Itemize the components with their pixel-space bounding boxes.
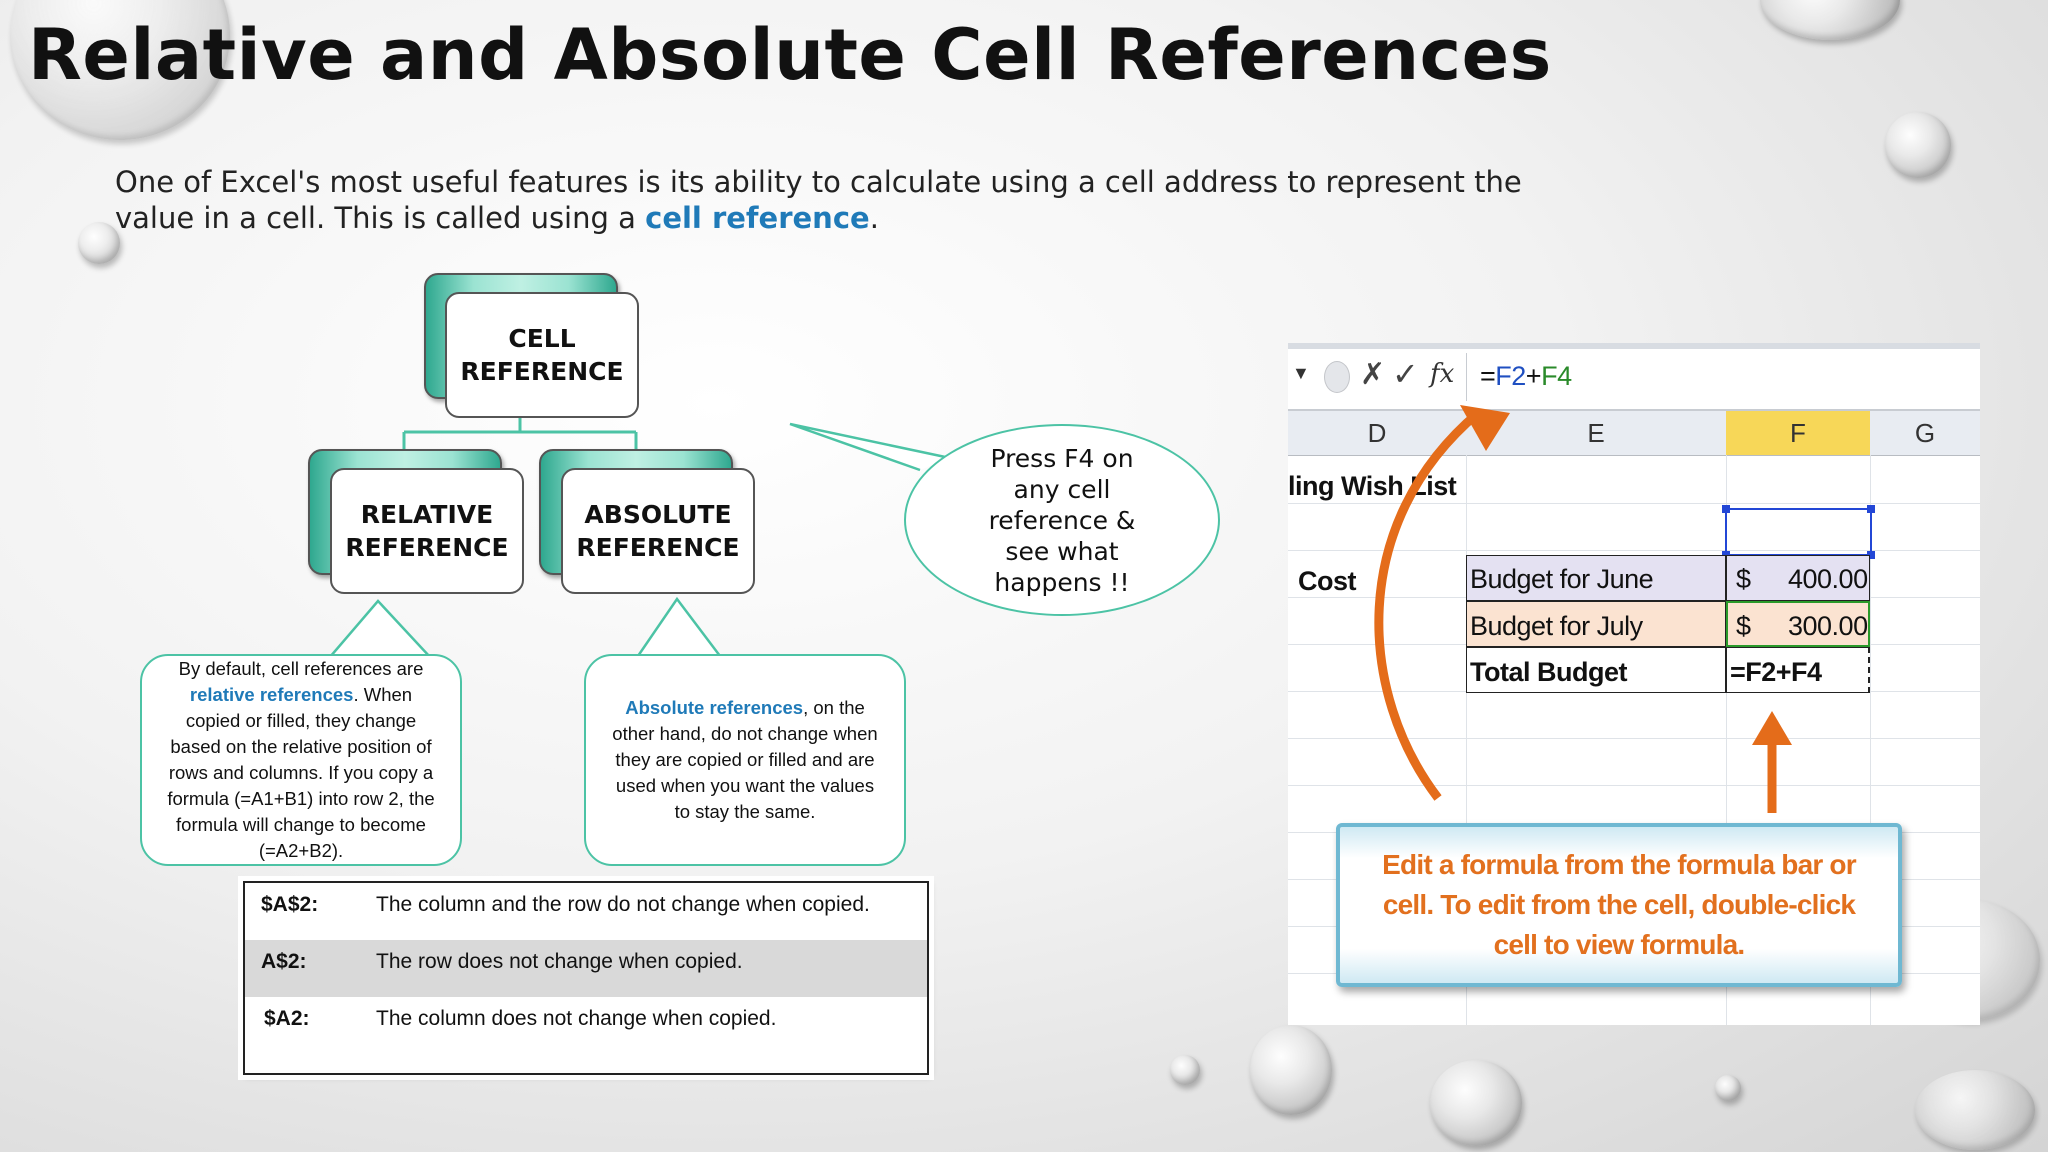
table-row: A$2: The row does not change when copied…: [245, 940, 927, 997]
relative-reference-note: By default, cell references are relative…: [140, 654, 462, 866]
orange-arrows: [1288, 343, 1980, 1025]
ref-desc: The column does not change when copied.: [376, 1007, 776, 1031]
note-highlight: relative references: [190, 684, 354, 705]
f4-callout-text: Press F4 on any cell reference & see wha…: [964, 443, 1160, 598]
table-row: $A2: The column does not change when cop…: [245, 997, 927, 1054]
excel-screenshot: ▼ ✗ ✓ fx =F2+F4 D E F G ling Wish List C…: [1288, 343, 1980, 1025]
ref-key: $A2:: [264, 1007, 310, 1031]
ref-desc: The row does not change when copied.: [376, 950, 743, 974]
ref-key: A$2:: [261, 950, 307, 974]
f4-callout: Press F4 on any cell reference & see wha…: [904, 424, 1220, 616]
ref-desc: The column and the row do not change whe…: [376, 893, 870, 917]
absolute-reference-note: Absolute references, on the other hand, …: [584, 654, 906, 866]
note-text: By default, cell references are: [179, 658, 424, 679]
reference-types-table: $A$2: The column and the row do not chan…: [243, 881, 929, 1075]
table-row: $A$2: The column and the row do not chan…: [245, 883, 927, 940]
note-highlight: Absolute references: [625, 697, 803, 718]
note-text: . When copied or filled, they change bas…: [167, 684, 434, 861]
ref-key: $A$2:: [261, 893, 318, 917]
